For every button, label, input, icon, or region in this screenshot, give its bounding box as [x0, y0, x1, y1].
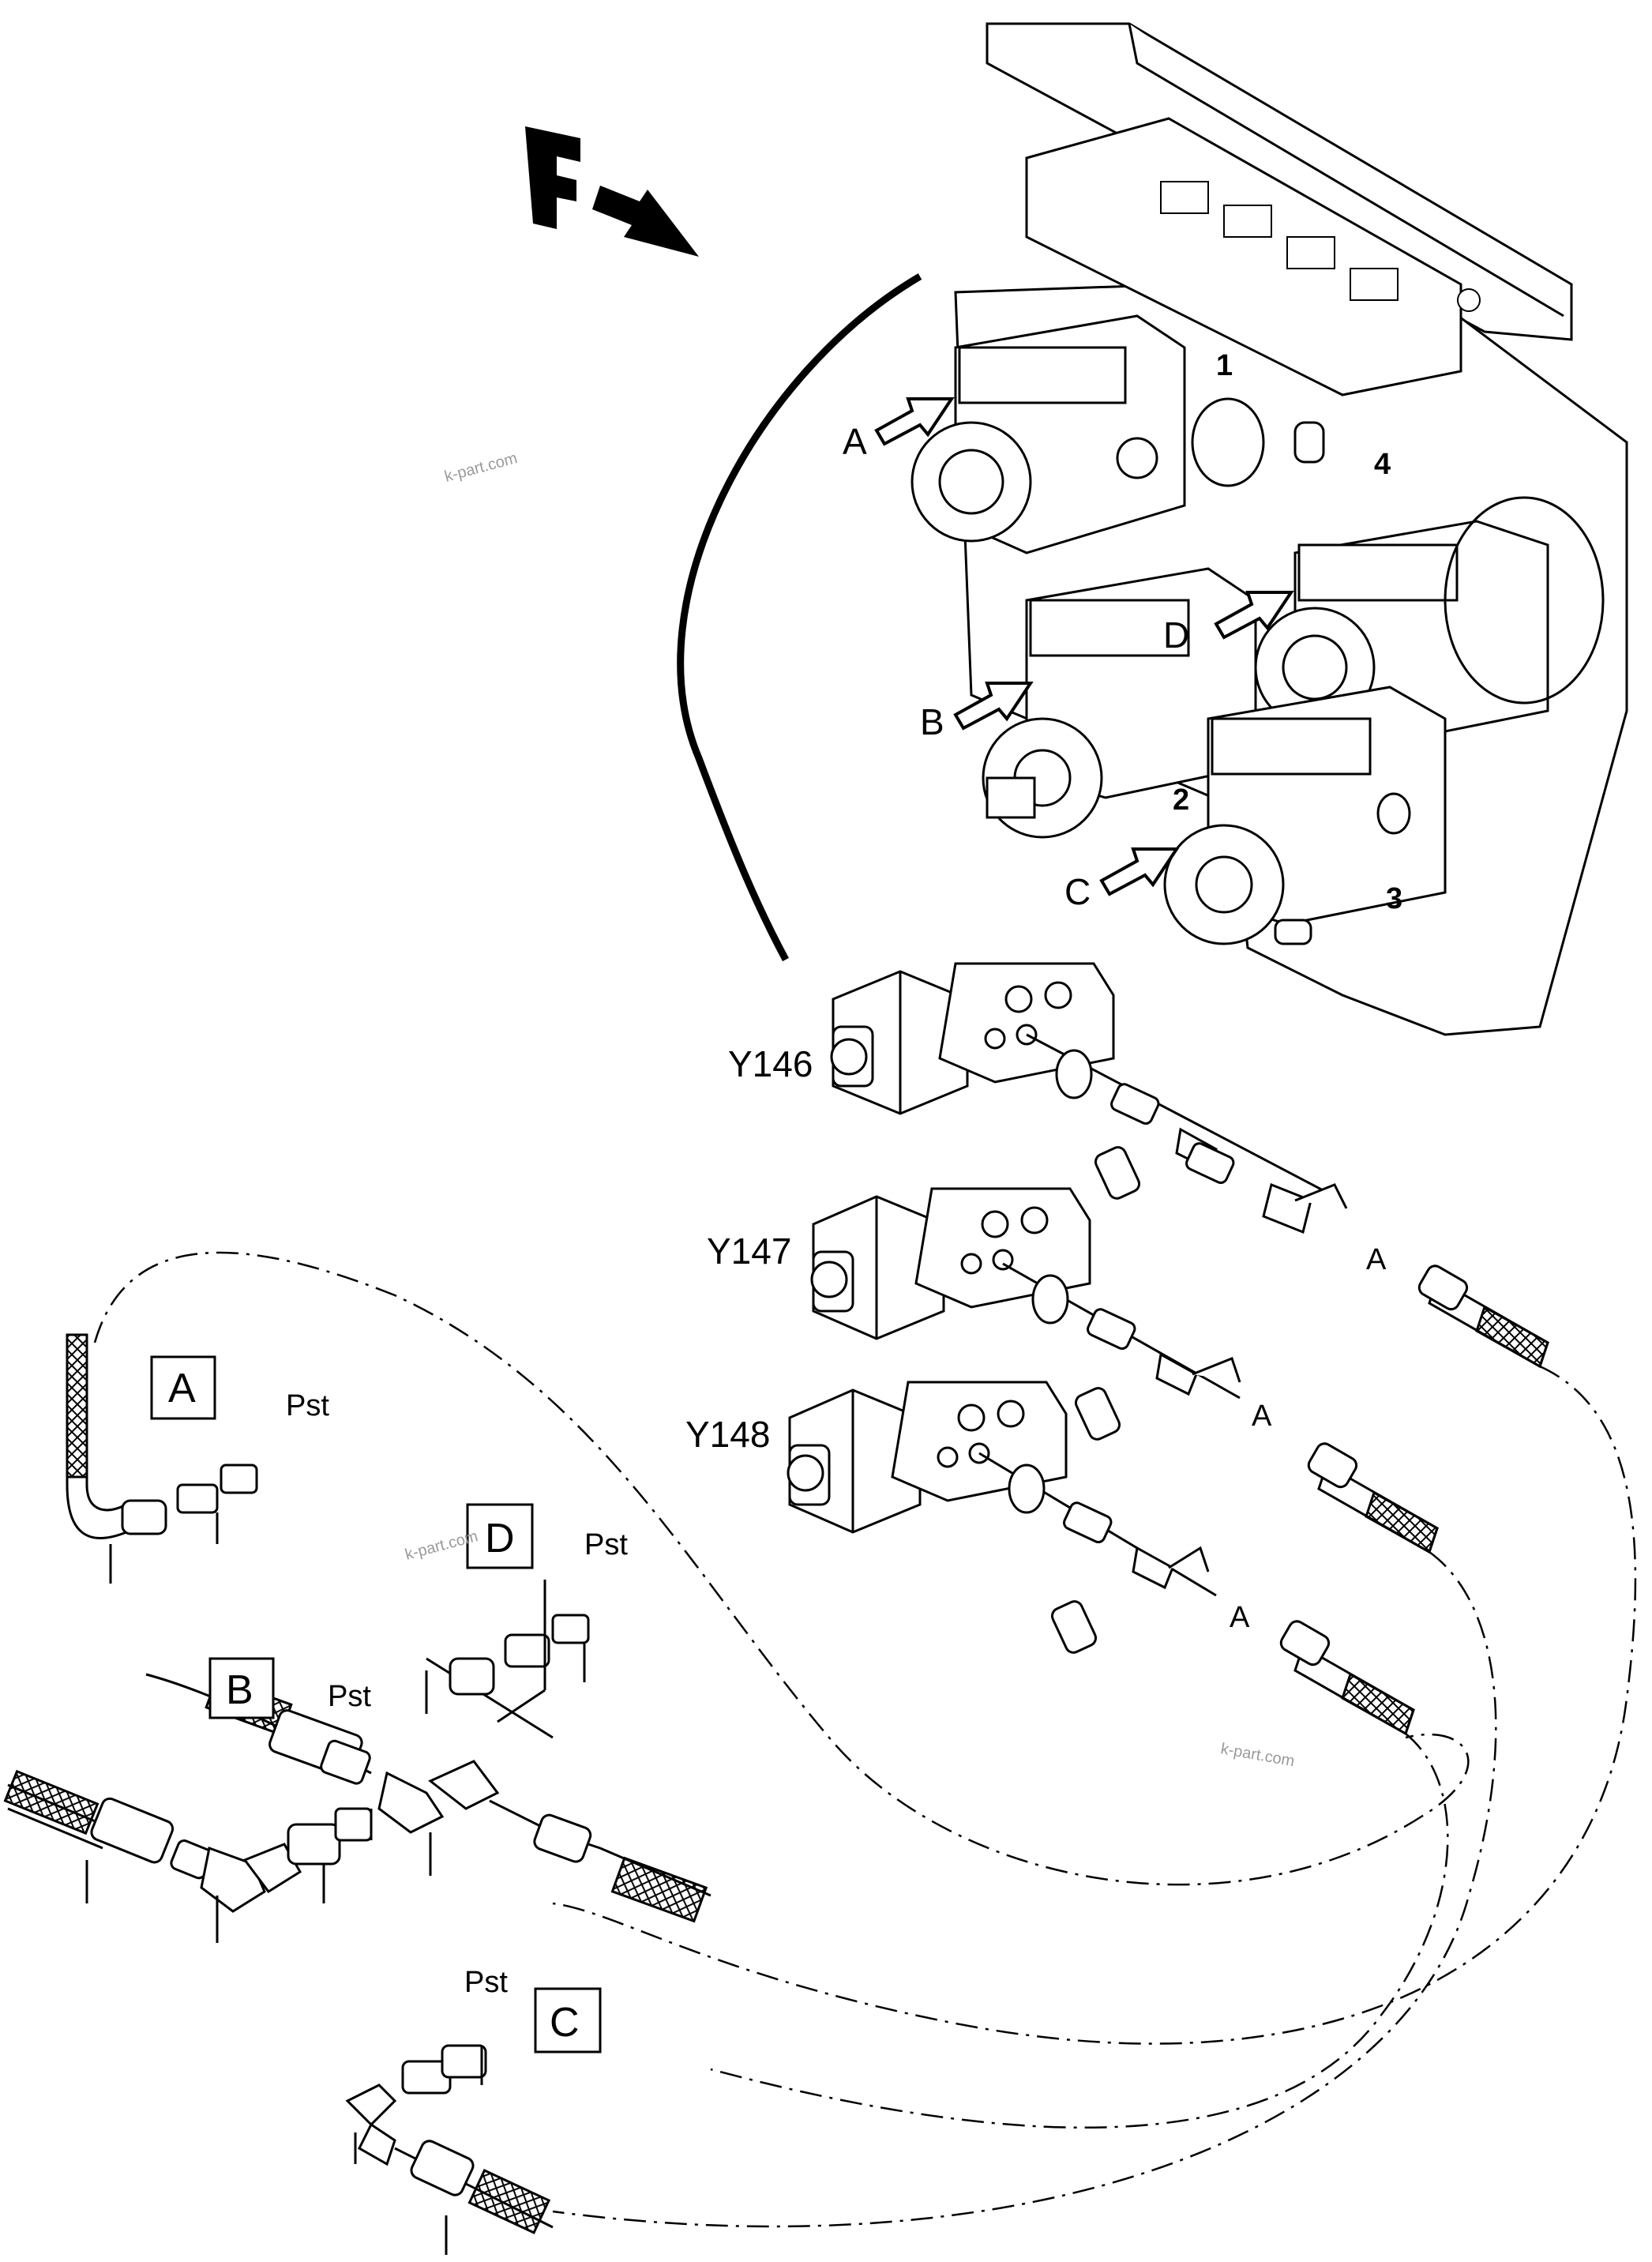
front-direction-marker: F: [525, 126, 699, 257]
routing-lines: [93, 1251, 1637, 2228]
detail-view-a: [66, 1333, 258, 1584]
detail-view-d: [145, 1503, 711, 1923]
port-arrows: [874, 397, 1294, 896]
port-label-b: B: [920, 701, 944, 742]
port-arrow-b: [953, 682, 1034, 731]
port-arrow-d: [1214, 591, 1294, 640]
detail-port-d: Pst: [584, 1528, 628, 1561]
assembly-sweep-arc: [677, 273, 922, 962]
watermark-3: k-part.com: [1219, 1740, 1296, 1770]
pump-number-4: 4: [1374, 448, 1391, 481]
pump-assembly: [910, 22, 1628, 1036]
detail-box-d: [466, 1503, 534, 1569]
pump-number-2: 2: [1173, 783, 1189, 817]
pump-3: [1163, 686, 1447, 945]
pump-2: [982, 567, 1257, 839]
port-label-d: D: [1163, 614, 1189, 656]
pump-1: [910, 314, 1325, 554]
detail-label-d: D: [485, 1516, 515, 1561]
detail-port-b: Pst: [328, 1680, 371, 1713]
detail-box-b: [208, 1657, 275, 1719]
detail-port-c: Pst: [464, 1966, 508, 1999]
valve-label-y148: Y148: [685, 1414, 770, 1455]
detail-port-a: Pst: [286, 1389, 329, 1422]
detail-label-b: B: [226, 1667, 253, 1713]
port-label-c: C: [1064, 871, 1091, 912]
detail-box-a: [150, 1355, 216, 1420]
detail-label-a: A: [168, 1366, 196, 1411]
port-label-a: A: [843, 421, 867, 462]
detail-label-c: C: [550, 2000, 580, 2046]
watermark-1: k-part.com: [443, 449, 520, 486]
detail-box-c: [534, 1987, 602, 2053]
port-arrow-c: [1099, 847, 1180, 896]
pump-number-3: 3: [1386, 882, 1402, 915]
valve-hoses: [1279, 1264, 1549, 1736]
line-end-label-1: A: [1366, 1243, 1387, 1276]
line-end-label-2: A: [1252, 1400, 1272, 1433]
valve-label-y146: Y146: [728, 1043, 813, 1084]
pump-number-1: 1: [1216, 349, 1233, 382]
detail-view-c: [345, 1987, 602, 2255]
valve-label-y147: Y147: [707, 1231, 791, 1272]
valve-fittings: [978, 1033, 1348, 1654]
detail-view-b: [3, 1657, 373, 1943]
line-end-label-3: A: [1230, 1601, 1250, 1634]
port-arrow-a: [874, 397, 955, 446]
